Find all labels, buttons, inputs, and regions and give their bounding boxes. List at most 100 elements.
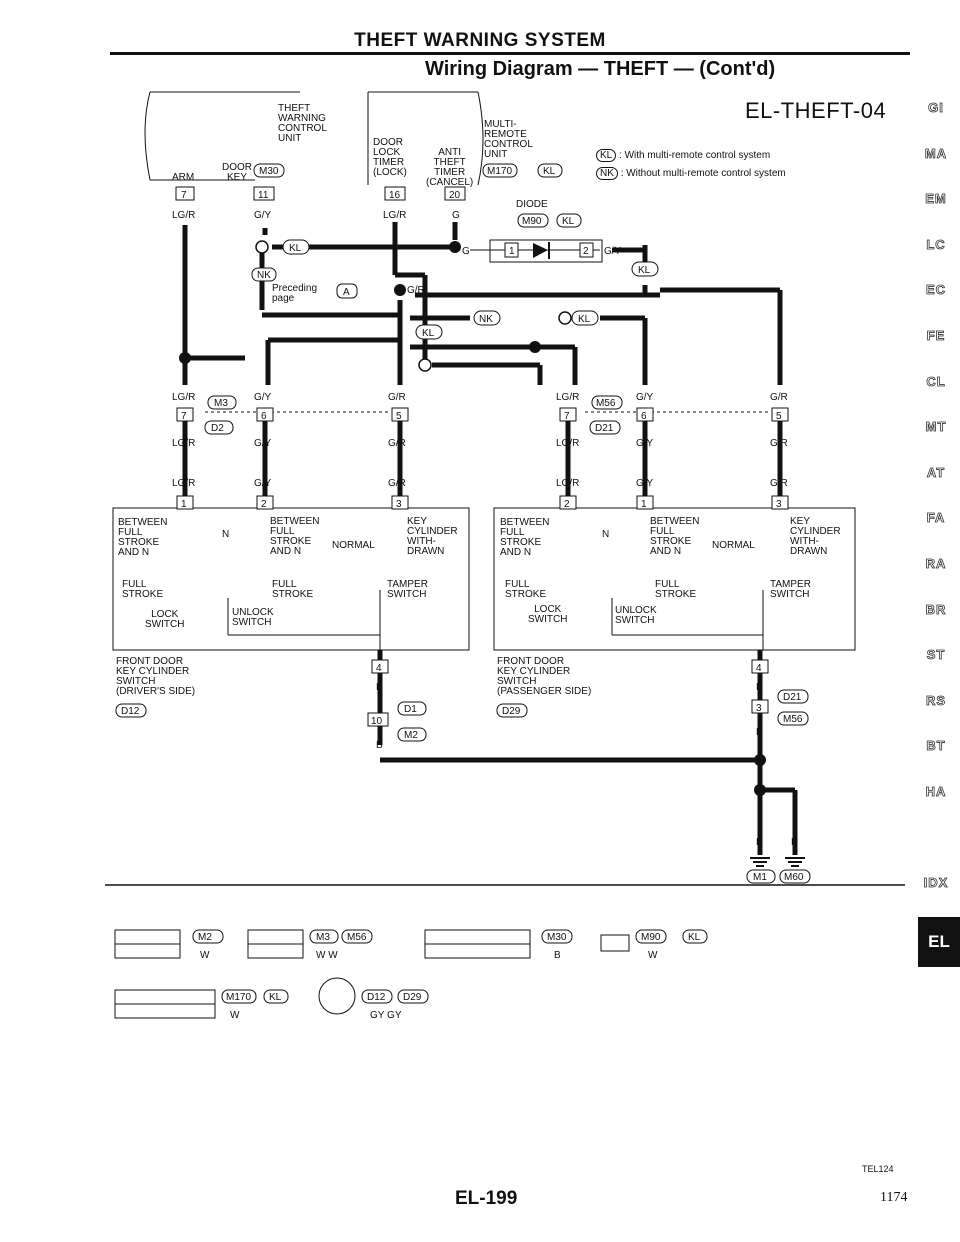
wire-label: G/Y — [254, 392, 272, 403]
kl-badge: KL — [578, 314, 591, 325]
section-tab-mt[interactable]: MT — [925, 419, 947, 435]
section-tab-at[interactable]: AT — [926, 464, 946, 480]
kl-badge: KL — [543, 166, 556, 177]
kl-badge: KL — [688, 932, 701, 943]
wire-label: G/Y — [254, 478, 272, 489]
connector-badge: M1 — [753, 872, 767, 883]
wire-label: LG/R — [556, 392, 579, 403]
connector-badge: M60 — [784, 872, 804, 883]
section-tab-bt[interactable]: BT — [926, 738, 946, 754]
section-tab-ma[interactable]: MA — [924, 145, 948, 161]
connector-color: W — [648, 950, 658, 961]
pin-label: 11 — [258, 190, 269, 201]
wire-label: LG/R — [172, 210, 195, 221]
lock-switch-label: LOCK SWITCH — [528, 604, 568, 625]
section-tab-rs[interactable]: RS — [925, 692, 947, 708]
pin-label: 7 — [564, 411, 570, 422]
diagram-code: EL-THEFT-04 — [745, 98, 887, 123]
connector-badge: M170 — [487, 166, 512, 177]
section-tab-br[interactable]: BR — [925, 601, 947, 617]
connector-badge: D21 — [783, 692, 802, 703]
wire-label: G/R — [770, 392, 788, 403]
pin-label: 1 — [181, 499, 187, 510]
full-stroke-label: FULL STROKE — [655, 579, 697, 600]
wire-label: G/R — [770, 438, 788, 449]
section-tab-lc[interactable]: LC — [926, 236, 946, 252]
pin-label: 10 — [371, 716, 383, 727]
connector-color: W W — [316, 950, 338, 961]
preceding-page-label: Preceding page — [272, 283, 318, 304]
key-cylinder-withdrawn-label: KEY CYLINDER WITH- DRAWN — [790, 516, 841, 557]
wire-label: G/Y — [254, 438, 272, 449]
section-tab-st[interactable]: ST — [926, 647, 946, 663]
nk-badge: NK — [479, 314, 493, 325]
connector-badge: M30 — [259, 166, 279, 177]
wire-label: LG/R — [556, 478, 579, 489]
between-full-stroke-label: BETWEEN FULL STROKE AND N — [500, 517, 550, 558]
section-tab-fa[interactable]: FA — [926, 510, 946, 526]
normal-label: NORMAL — [712, 540, 755, 551]
wire-label: G/R — [407, 285, 425, 296]
pin-label: 4 — [756, 663, 762, 674]
connector-color: W — [200, 950, 210, 961]
neutral-label: N — [602, 529, 610, 540]
between-full-stroke-label: BETWEEN FULL STROKE AND N — [270, 516, 320, 557]
connector-badge: M3 — [316, 932, 330, 943]
connector-badge: D29 — [403, 992, 422, 1003]
driver-switch-name: FRONT DOOR KEY CYLINDER SWITCH (DRIVER'S… — [116, 656, 196, 697]
connector-badge: D2 — [211, 423, 224, 434]
legend-nk: NK : Without multi-remote control system — [596, 167, 786, 180]
wire-label: G/R — [388, 438, 406, 449]
connector-badge: M90 — [641, 932, 661, 943]
door-lock-timer-label: DOOR LOCK TIMER (LOCK) — [373, 137, 407, 178]
section-tab-ec[interactable]: EC — [925, 282, 947, 298]
kl-badge: KL — [289, 243, 302, 254]
section-tab-fe[interactable]: FE — [926, 328, 946, 344]
connector-badge: M170 — [226, 992, 251, 1003]
wire-label: B — [756, 837, 763, 848]
wire-label: G/Y — [604, 246, 622, 257]
wire-label: G/Y — [254, 210, 272, 221]
section-tab-ha[interactable]: HA — [925, 784, 947, 800]
wire-label: G — [462, 246, 470, 257]
full-stroke-label: FULL STROKE — [122, 579, 164, 600]
pin-label: 20 — [449, 190, 461, 201]
connector-color: W — [230, 1010, 240, 1021]
connector-badge: D12 — [121, 706, 140, 717]
pin-label: 4 — [376, 663, 382, 674]
pin-label: 3 — [776, 499, 782, 510]
normal-label: NORMAL — [332, 540, 375, 551]
section-tab-gi[interactable]: GI — [928, 100, 944, 116]
diode-label: DIODE — [516, 199, 548, 210]
connector-color: GY GY — [370, 1010, 402, 1021]
key-cylinder-withdrawn-label: KEY CYLINDER WITH- DRAWN — [407, 516, 458, 557]
kl-badge: KL — [422, 328, 435, 339]
unlock-switch-label: UNLOCK SWITCH — [232, 607, 274, 628]
pin-label: 3 — [396, 499, 402, 510]
section-tab-em[interactable]: EM — [925, 191, 947, 207]
full-stroke-label: FULL STROKE — [505, 579, 547, 600]
lock-switch-label: LOCK SWITCH — [145, 609, 185, 630]
connector-badge: D21 — [595, 423, 614, 434]
arm-label: ARM — [172, 172, 195, 183]
tamper-switch-label: TAMPER SWITCH — [770, 579, 811, 600]
multi-remote-unit-label: MULTI- REMOTE CONTROL UNIT — [484, 119, 533, 160]
wire-label: G/Y — [636, 478, 654, 489]
between-full-stroke-label: BETWEEN FULL STROKE AND N — [650, 516, 700, 557]
connector-badge: M56 — [783, 714, 803, 725]
pin-label: 16 — [389, 190, 401, 201]
kl-badge: KL — [562, 216, 575, 227]
header-rule — [110, 52, 910, 55]
connector-badge: D1 — [404, 704, 417, 715]
between-full-stroke-label: BETWEEN FULL STROKE AND N — [118, 517, 168, 558]
section-tab-ra[interactable]: RA — [925, 556, 947, 572]
section-tab-idx[interactable]: IDX — [923, 875, 949, 891]
page-label: EL-199 — [455, 1188, 518, 1209]
pin-label: 6 — [641, 411, 647, 422]
pin-label: 1 — [509, 246, 515, 257]
section-tab-el[interactable]: EL — [918, 917, 960, 967]
kl-badge: KL — [638, 265, 651, 276]
page-subtitle: Wiring Diagram — THEFT — (Cont'd) — [425, 58, 776, 80]
connector-badge: M3 — [214, 398, 228, 409]
section-tab-cl[interactable]: CL — [926, 373, 946, 389]
